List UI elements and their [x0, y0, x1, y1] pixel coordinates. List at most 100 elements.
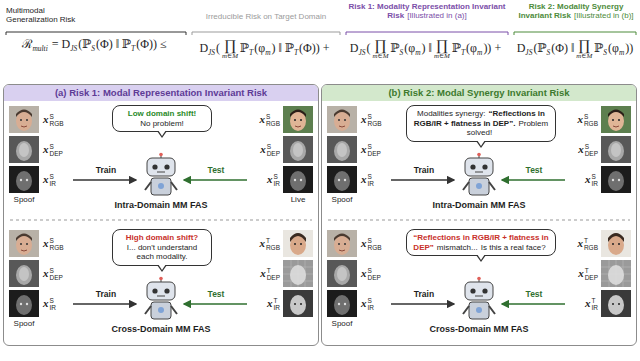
depth-image — [283, 260, 313, 287]
rgb-image — [601, 106, 631, 133]
input-variable: x — [259, 238, 265, 249]
term-bracket — [514, 32, 636, 35]
product-operator: ∏m∈M — [373, 38, 389, 60]
modality-subscript: IR — [592, 304, 599, 311]
script-stack: TRGB — [266, 237, 280, 251]
test-arrow — [502, 303, 565, 304]
script-stack: TDEP — [585, 267, 598, 281]
risk-reference: [Illustrated in (b)] — [574, 11, 634, 20]
input-variable: x — [577, 238, 583, 249]
modality-subscript: RGB — [584, 244, 598, 251]
math-symbol: (φ — [254, 41, 265, 55]
math-symbol: ) ‖ — [422, 41, 432, 55]
input-variable: x — [259, 114, 265, 125]
domain-superscript: S — [368, 143, 381, 150]
bubble-text: mismatch... — [437, 243, 478, 252]
robot-model — [463, 277, 495, 319]
modality-label: xSDEP — [43, 143, 63, 157]
ir-image — [9, 290, 39, 317]
script-stack: SIR — [50, 173, 57, 187]
math-symbol: ℙ — [240, 41, 249, 55]
ir-image — [601, 290, 631, 317]
math-symbol: (ℙ — [78, 37, 91, 51]
product-index: m∈M — [373, 53, 389, 60]
panel-title: (a) Risk 1: Modal Representation Invaria… — [4, 85, 318, 101]
input-variable: x — [361, 174, 367, 185]
script-stack: TIR — [274, 297, 281, 311]
math-symbol: D — [517, 41, 526, 55]
product-sign: ∏ — [224, 38, 236, 53]
script-stack: SRGB — [50, 237, 64, 251]
modality-label: xSRGB — [577, 113, 598, 127]
train-arrow — [391, 179, 454, 180]
math-relation: = — [52, 37, 59, 51]
depth-image — [601, 136, 631, 163]
input-variable: x — [43, 268, 49, 279]
domain-superscript: S — [368, 173, 375, 180]
math-symbol: ℙ — [594, 41, 603, 55]
phase-label: Train — [96, 290, 116, 300]
equation-term: DJS(∏m∈MℙT(φm) ‖ ℙT(Φ))+ — [199, 38, 332, 60]
modality-subscript: RGB — [50, 244, 64, 251]
math-subscript: T — [461, 48, 465, 57]
math-symbol: (φ — [608, 41, 619, 55]
rgb-image — [283, 230, 313, 257]
domain-superscript: S — [592, 173, 599, 180]
input-variable: x — [577, 114, 583, 125]
script-stack: SDEP — [50, 267, 63, 281]
train-arrow — [391, 303, 454, 304]
modality-label: xSRGB — [259, 113, 280, 127]
robot-model — [145, 277, 177, 319]
class-tag: Live — [283, 195, 313, 204]
setting-name: Intra-Domain MM FAS — [114, 200, 207, 210]
product-operator: ∏m∈M — [576, 38, 592, 60]
domain-superscript: S — [368, 113, 382, 120]
math-subscript: m — [619, 48, 624, 57]
domain-superscript: S — [368, 237, 382, 244]
modality-subscript: DEP — [585, 274, 598, 281]
domain-superscript: T — [266, 237, 280, 244]
setting-name: Cross-Domain MM FAS — [111, 324, 210, 334]
script-stack: SIR — [368, 173, 375, 187]
script-stack: SDEP — [368, 143, 381, 157]
modality-subscript: IR — [368, 180, 375, 187]
math-subscript: S — [91, 44, 95, 53]
modality-subscript: RGB — [368, 244, 382, 251]
bubble-text: Modalities synergy: — [417, 109, 485, 118]
ir-image — [601, 166, 631, 193]
domain-superscript: S — [274, 173, 281, 180]
math-subscript: T — [249, 48, 253, 57]
domain-superscript: S — [50, 267, 63, 274]
script-stack: SRGB — [368, 237, 382, 251]
domain-superscript: S — [368, 297, 375, 304]
domain-superscript: T — [585, 267, 598, 274]
modality-label: xSDEP — [361, 267, 381, 281]
modality-subscript: IR — [274, 304, 281, 311]
domain-superscript: S — [267, 143, 280, 150]
term-bracket — [192, 32, 340, 35]
script-stack: SIR — [50, 297, 57, 311]
math-symbol: (Φ)) — [136, 37, 157, 51]
test-arrow — [184, 179, 247, 180]
row-divider — [328, 220, 630, 221]
input-variable: x — [43, 238, 49, 249]
depth-image — [9, 136, 39, 163]
class-tag: Spoof — [9, 319, 39, 328]
math-subscript: m — [415, 48, 420, 57]
bubble-text: Low domain shift! — [118, 109, 206, 119]
robot-model — [145, 153, 177, 195]
modality-label: xSRGB — [43, 237, 64, 251]
input-variable: x — [43, 114, 49, 125]
modality-label: xTRGB — [259, 237, 280, 251]
math-symbol: )) — [625, 41, 633, 55]
math-subscript: m — [265, 48, 270, 57]
product-operator: ∏m∈M — [434, 38, 450, 60]
train-arrow — [73, 303, 136, 304]
bubble-text: High domain shift? — [118, 233, 206, 243]
risk-heading-group: Risk 2: Modality Synergy Invariant Risk[… — [514, 2, 638, 20]
input-variable: x — [267, 298, 273, 309]
script-stack: TIR — [592, 297, 599, 311]
domain-superscript: T — [592, 297, 599, 304]
math-subscript: JS — [70, 44, 77, 53]
ir-image — [327, 166, 357, 193]
